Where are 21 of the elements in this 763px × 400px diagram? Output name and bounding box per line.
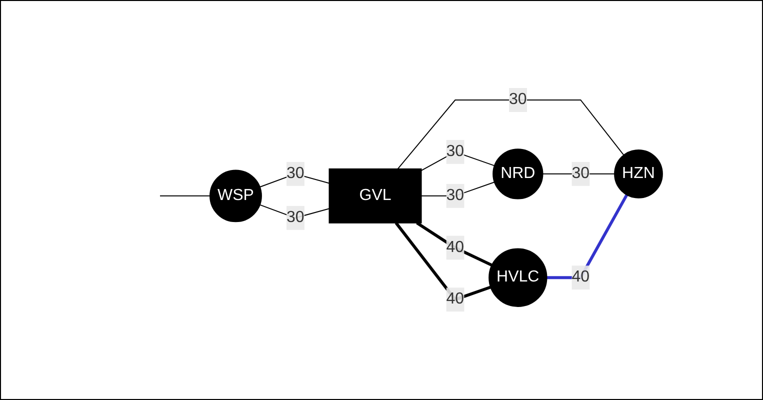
connector	[260, 204, 330, 219]
edge-label: 40	[446, 290, 464, 308]
edge-label: 40	[572, 268, 590, 286]
edge-label: 30	[446, 187, 464, 204]
connector	[542, 174, 616, 175]
node-box: GVL	[329, 168, 422, 224]
connector	[416, 222, 493, 267]
connector	[398, 100, 624, 170]
node-circle: HZN	[614, 150, 664, 199]
node-circle: WSP	[210, 170, 262, 222]
edge-label: 30	[286, 165, 305, 182]
edge-label: 30	[509, 91, 528, 108]
edge-label: 40	[446, 238, 464, 256]
node-circle: NRD	[492, 148, 544, 200]
node-circle: HVLC	[488, 248, 548, 308]
connector	[160, 196, 211, 197]
connector	[421, 182, 496, 197]
edge-label: 30	[446, 143, 464, 160]
edge-label: 30	[572, 165, 590, 182]
edge-label: 30	[286, 209, 305, 226]
connector	[547, 194, 628, 280]
